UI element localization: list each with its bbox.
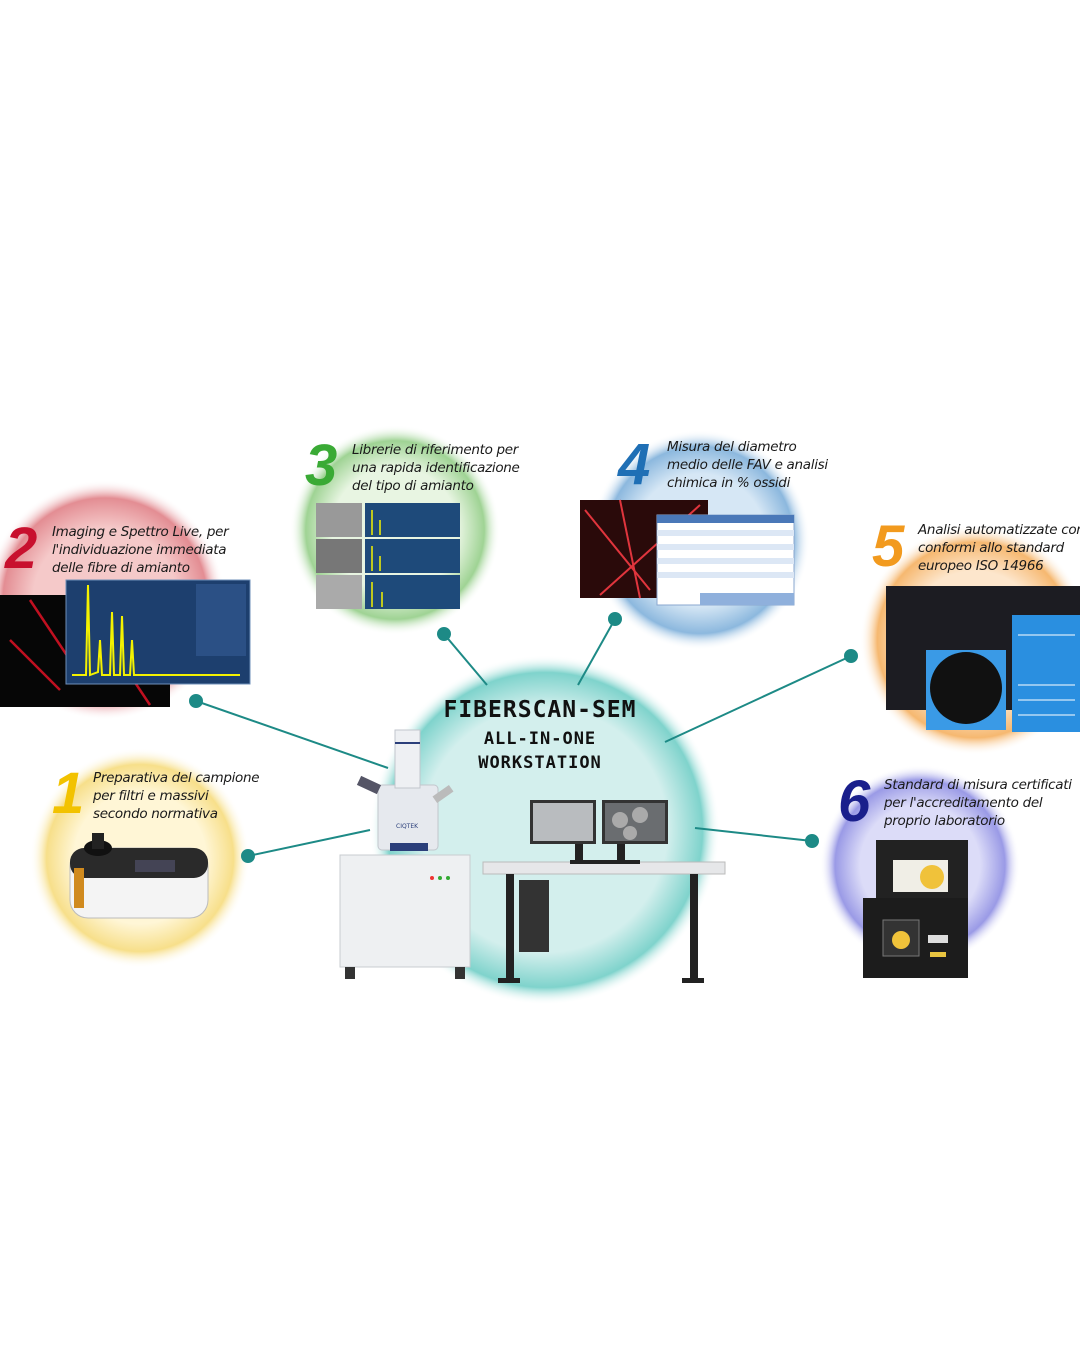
automated-analysis-image xyxy=(886,586,1080,732)
workstation-desk-image xyxy=(482,800,726,983)
feature-1-line-3: secondo normativa xyxy=(93,806,218,822)
feature-3-number: 3 xyxy=(305,433,338,498)
feature-2-line-2: l'individuazione immediata xyxy=(52,542,227,558)
feature-6-line-3: proprio laboratorio xyxy=(884,813,1005,829)
feature-1-description: Preparativa del campione per filtri e ma… xyxy=(93,769,260,823)
feature-6-number: 6 xyxy=(838,769,871,834)
feature-6-line-1: Standard di misura certificati xyxy=(884,777,1072,793)
fiber-measurement-image xyxy=(580,499,795,606)
feature-6-description: Standard di misura certificati per l'acc… xyxy=(884,776,1072,830)
feature-2-description: Imaging e Spettro Live, per l'individuaz… xyxy=(52,523,229,577)
product-subtitle-line-1: ALL-IN-ONE xyxy=(483,729,597,749)
feature-2-number: 2 xyxy=(5,516,38,581)
feature-5-line-2: conformi allo standard xyxy=(918,540,1064,556)
feature-4-description: Misura del diametro medio delle FAV e an… xyxy=(667,438,828,492)
product-subtitle-line-2: WORKSTATION xyxy=(478,753,602,773)
feature-6-line-2: per l'accreditamento del xyxy=(884,795,1043,811)
sem-instrument-image xyxy=(339,729,471,979)
certified-standards-case-image xyxy=(863,840,968,978)
live-spectrum-image xyxy=(0,579,251,707)
feature-3-description: Librerie di riferimento per una rapida i… xyxy=(352,441,520,495)
reference-library-image xyxy=(316,503,460,609)
product-title: FIBERSCAN-SEM xyxy=(443,697,637,723)
feature-3-line-1: Librerie di riferimento per xyxy=(352,442,519,458)
feature-5-line-1: Analisi automatizzate con xyxy=(918,522,1080,538)
feature-1-line-1: Preparativa del campione xyxy=(93,770,260,786)
feature-4-number: 4 xyxy=(618,432,651,497)
feature-1-line-2: per filtri e massivi xyxy=(93,788,209,804)
feature-5-number: 5 xyxy=(872,514,905,579)
feature-3-line-3: del tipo di amianto xyxy=(352,478,474,494)
feature-4-line-1: Misura del diametro xyxy=(667,439,797,455)
feature-4-line-2: medio delle FAV e analisi xyxy=(667,457,828,473)
feature-5-line-3: europeo ISO 14966 xyxy=(918,558,1044,574)
sample-prep-device-image xyxy=(69,833,209,919)
feature-2-line-1: Imaging e Spettro Live, per xyxy=(52,524,229,540)
feature-1-number: 1 xyxy=(52,761,85,826)
connectors xyxy=(189,612,858,863)
feature-2-line-3: delle fibre di amianto xyxy=(52,560,190,576)
feature-5-description: Analisi automatizzate con conformi allo … xyxy=(918,521,1080,575)
instrument-brand-label: CIQTEK xyxy=(396,823,419,830)
feature-4-line-3: chimica in % ossidi xyxy=(667,475,791,491)
feature-3-line-2: una rapida identificazione xyxy=(352,460,520,476)
